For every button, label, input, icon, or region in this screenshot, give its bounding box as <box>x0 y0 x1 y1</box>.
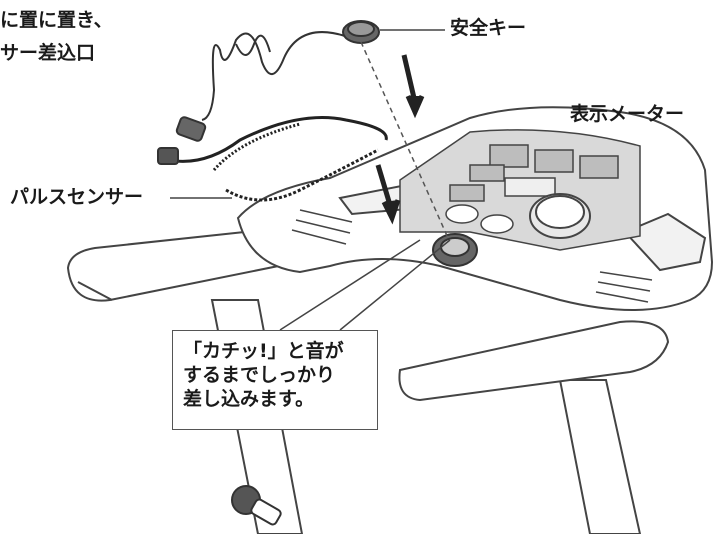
console-buttons <box>445 204 514 234</box>
callout-line-1: 「カチッ!」と音が <box>183 340 344 362</box>
pulse-sensor-cord <box>159 116 388 202</box>
safety-key-part <box>342 20 380 44</box>
speed-dial <box>529 193 591 239</box>
safety-key-clip <box>175 116 207 142</box>
safety-key-label: 安全キー <box>450 17 527 39</box>
instruction-callout: 「カチッ!」と音が するまでしっかり 差し込みます。 <box>172 330 378 430</box>
leader-lines <box>170 29 451 331</box>
top-left-text-1: に置に置き、 <box>0 9 113 31</box>
right-handrail <box>398 320 670 402</box>
callout-line-3: 差し込みます。 <box>183 388 315 411</box>
insertion-arrows <box>375 54 425 225</box>
key-socket <box>432 233 478 267</box>
callout-line-2: するまでしっかり <box>183 364 336 387</box>
display-meter-label: 表示メーター <box>570 103 685 125</box>
pulse-sensor-label: パルスセンサー <box>10 186 144 208</box>
safety-key-cord <box>201 31 346 121</box>
base-bolt <box>231 485 282 526</box>
top-left-text-2: サー差込口 <box>0 42 96 64</box>
pulse-sensor-clip <box>157 147 179 165</box>
